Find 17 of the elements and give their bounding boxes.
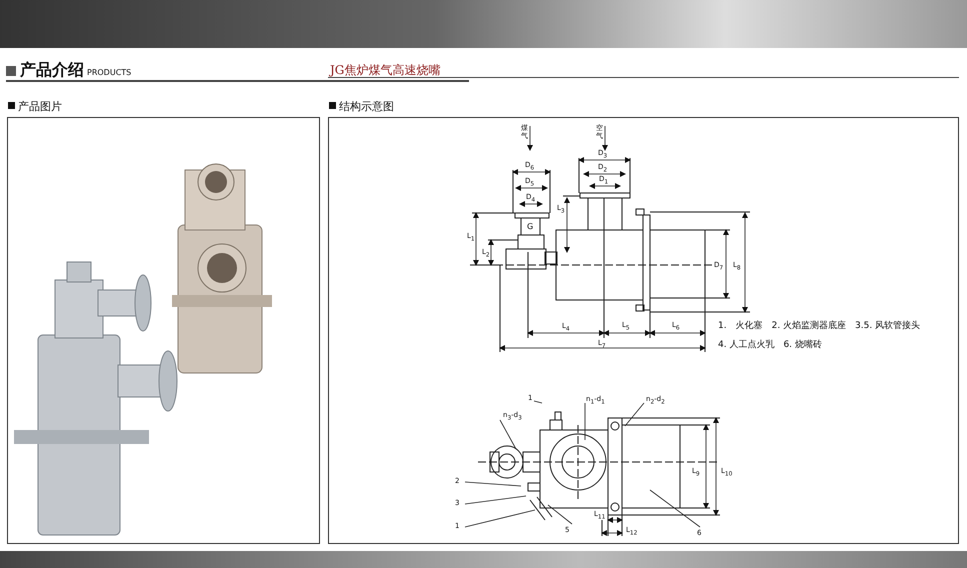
product-title: JG焦炉煤气高速烧嘴 [330, 64, 440, 76]
legend-note: 1. 火化塞 2. 火焰监测器底座 3.5. 风软管接头 [718, 322, 920, 331]
dimension-label: G [527, 223, 534, 231]
panel-heading: 产品图片 [18, 101, 62, 112]
leader-line [548, 504, 572, 524]
leader-line [534, 400, 542, 404]
leader-line [500, 420, 516, 450]
leader-line [464, 482, 522, 486]
panel-heading: 结构示意图 [339, 101, 394, 112]
section-subheading: PRODUCTS [87, 69, 132, 77]
leader-line [624, 402, 644, 426]
leader-line [464, 496, 526, 504]
section-heading: 产品介绍 [20, 62, 84, 78]
leader-line [584, 402, 586, 440]
legend-note: 4. 人工点火乳 6. 烧嘴砖 [718, 341, 822, 350]
leader-line [650, 490, 700, 528]
leader-line [464, 510, 536, 528]
